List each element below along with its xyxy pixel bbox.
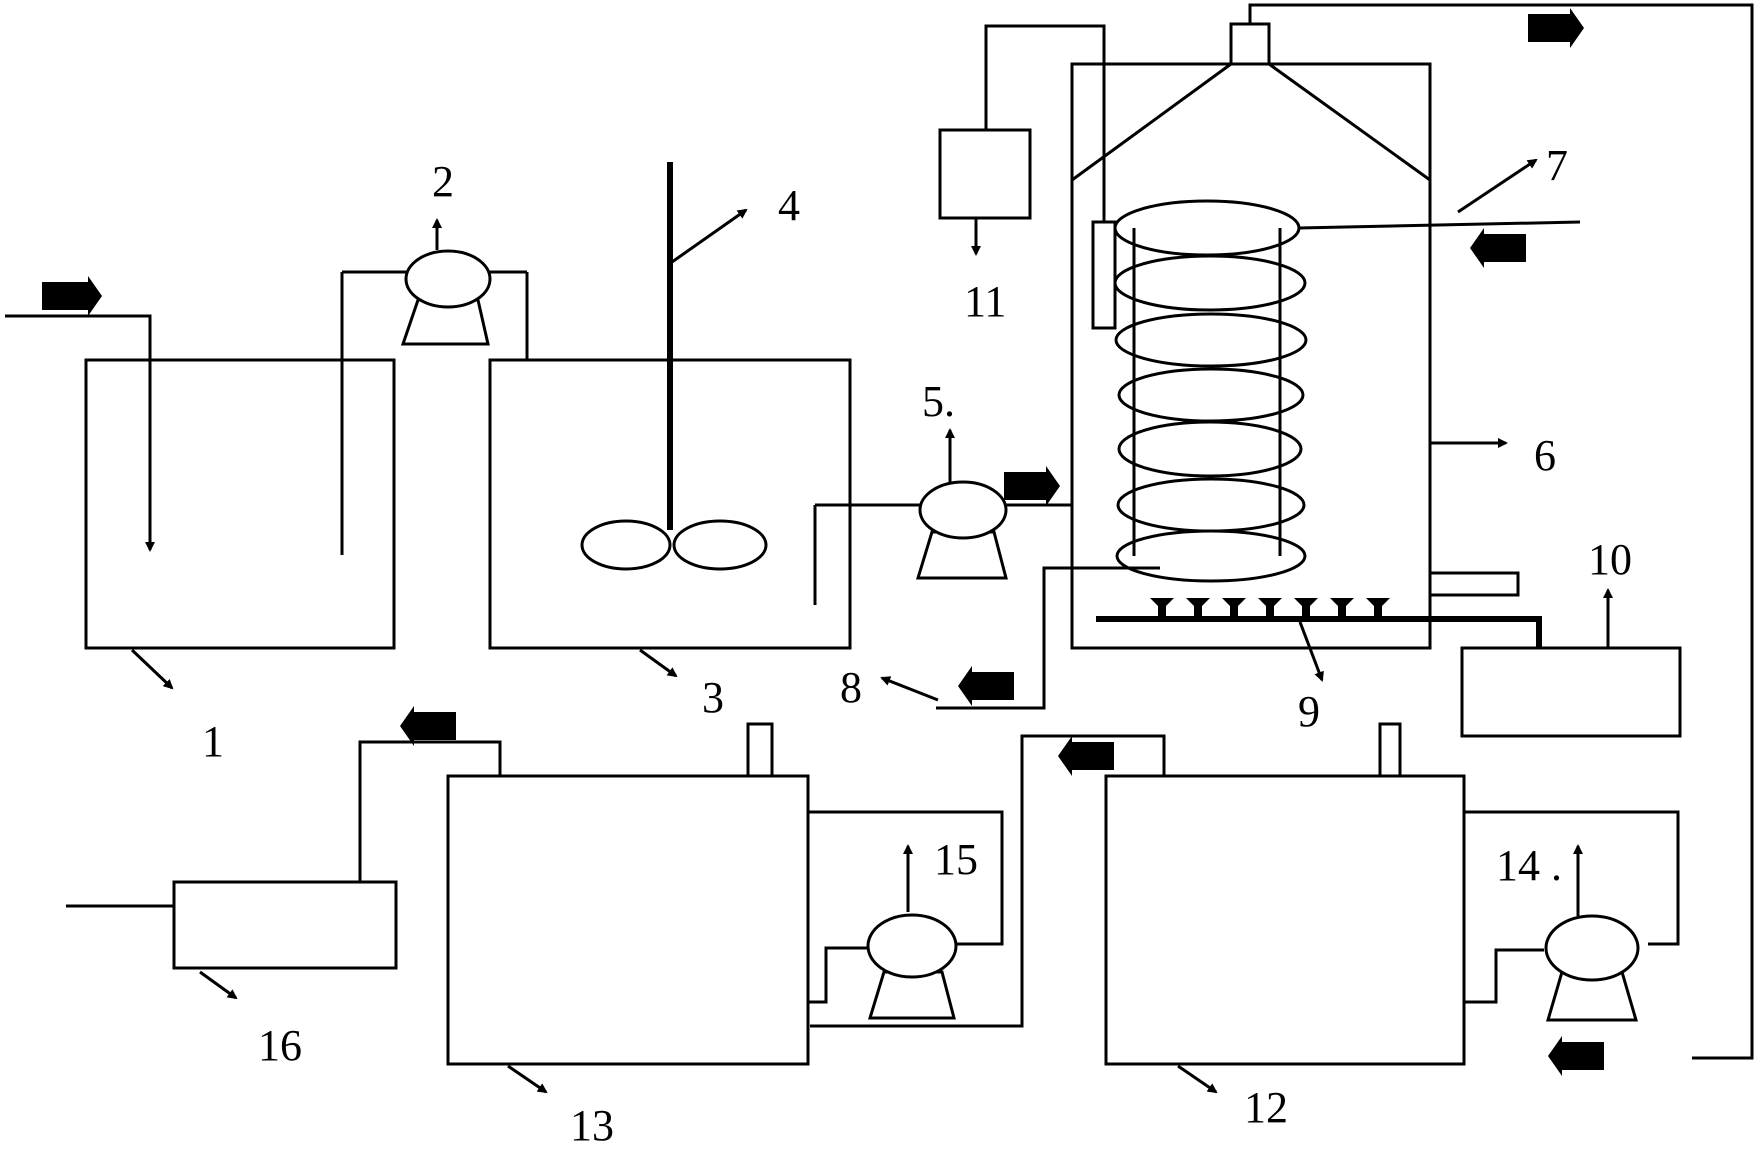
label-6: 6 (1534, 431, 1556, 480)
label-9: 9 (1298, 687, 1320, 736)
pointer-1 (130, 648, 174, 690)
flow-arrow-12-to-13 (1058, 736, 1114, 776)
mixing-tank-3 (488, 162, 852, 650)
pump-2 (342, 218, 529, 555)
label-5: 5. (922, 377, 955, 426)
pointer-12 (1177, 1064, 1218, 1094)
tank-1 (5, 272, 396, 650)
pump-5 (815, 428, 1112, 580)
label-8: 8 (840, 663, 862, 712)
diffuser-heads (1150, 598, 1390, 618)
tank-12 (810, 722, 1466, 1066)
pointer-7 (1457, 158, 1538, 214)
pointer-3 (639, 648, 678, 678)
label-1: 1 (202, 717, 224, 766)
aeration-diffuser-9 (1096, 598, 1542, 682)
flow-arrow-return-12 (1548, 1036, 1604, 1076)
device-10 (1460, 588, 1682, 738)
flow-arrow-coil-inlet (1470, 228, 1526, 268)
reactor-6 (936, 3, 1754, 1060)
label-16: 16 (258, 1021, 302, 1070)
flow-arrow-13-to-16 (400, 706, 456, 746)
pump-15 (808, 810, 1004, 1020)
label-10: 10 (1588, 535, 1632, 584)
device-16 (66, 880, 398, 970)
label-4: 4 (778, 181, 800, 230)
flow-arrow-to-reactor (1004, 466, 1060, 506)
label-2: 2 (432, 157, 454, 206)
label-15: 15 (934, 835, 978, 884)
flow-arrow-top-outlet (1528, 8, 1584, 48)
flow-arrow-inlet (42, 276, 102, 316)
pointer-16 (199, 970, 238, 1000)
label-3: 3 (702, 673, 724, 722)
label-12: 12 (1244, 1083, 1288, 1132)
label-13: 13 (570, 1101, 614, 1150)
tank-13 (358, 722, 810, 1066)
flow-arrow-outlet-8 (880, 666, 1014, 706)
label-11: 11 (964, 277, 1006, 326)
label-7: 7 (1546, 141, 1568, 190)
pump-14 (1464, 810, 1680, 1022)
label-14: 14 . (1496, 841, 1562, 890)
device-11 (938, 128, 1032, 256)
stirrer-4-pointer (671, 208, 748, 264)
pointer-13 (507, 1064, 548, 1094)
spiral-coil (1113, 199, 1581, 583)
